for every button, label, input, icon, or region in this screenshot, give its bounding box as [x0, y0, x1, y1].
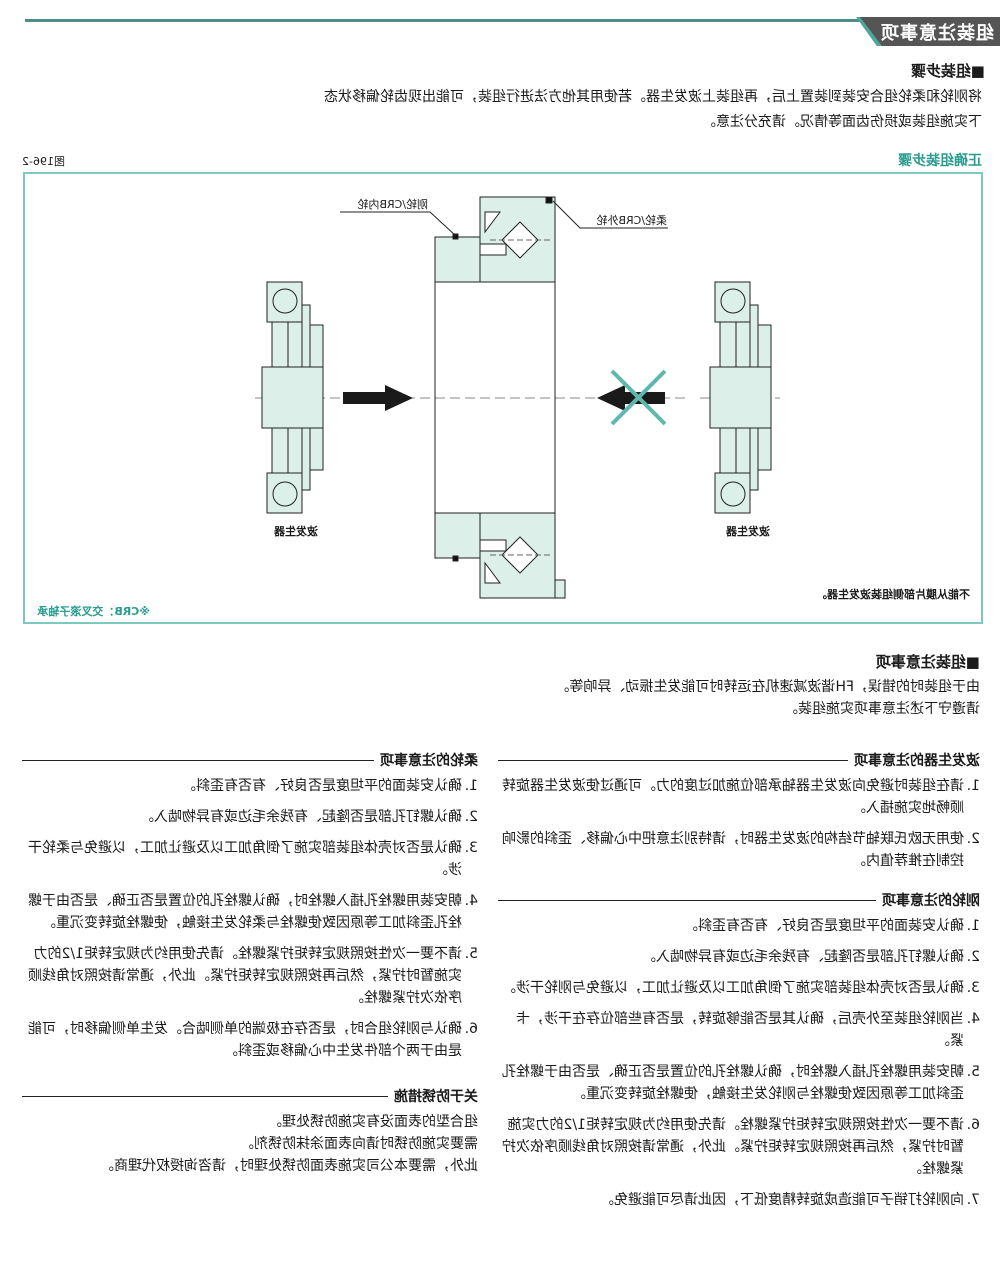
item-number: 6. [966, 1117, 980, 1133]
list-item: 6.确认与刚轮组合时，是否存在极端的单侧啮合。发生单侧偏移时，可能是由于两个部件… [22, 1018, 478, 1062]
wrong-insert-arrow-icon [597, 385, 665, 411]
flexspline-assembly [434, 196, 566, 599]
item-number: 3. [464, 840, 478, 856]
section-title: 柔轮的注意事项 [380, 753, 478, 769]
item-number: 5. [966, 1064, 980, 1080]
item-text: 向刚轮打销子可能造成旋转精度低下，因此请尽可能避免。 [600, 1192, 964, 1208]
figure-number: 图196-2 [22, 155, 65, 168]
item-text: 确认安装面的平坦度是否良好、有否有歪斜。 [684, 918, 964, 934]
label-flex-crb-outer: 柔轮/CRB外轮 [596, 214, 667, 227]
list-item: 1.请在组装时避免向波发生器轴承部位施加过度的力。可通过使波发生器旋转顺畅地实施… [498, 775, 980, 819]
item-number: 3. [966, 980, 980, 996]
figure-warning: 不能从膜片部侧组装波发生器。 [816, 588, 970, 601]
item-text: 请不要一次性按照规定转矩拧紧螺栓。请先使用约为规定转矩1/2的力实施暂时拧紧，然… [28, 946, 462, 1006]
label-leader-flex [552, 200, 668, 229]
section-rule [22, 759, 374, 761]
section-rust: 关于防锈措施 组合型的表面没有实施防锈处理。 需要实施防锈时请向表面涂抹防锈剂。… [22, 1085, 478, 1177]
label-leader-rigid [340, 211, 457, 237]
assembly-diagram [255, 196, 780, 599]
item-number: 4. [966, 1011, 980, 1027]
section-heading: 关于防锈措施 [22, 1085, 478, 1107]
item-text: 确认螺钉孔部是否隆起、有残余毛边或有异物啮入。 [140, 809, 462, 825]
wave-generator-wrong [709, 281, 772, 514]
list-item: 2.确认螺钉孔部是否隆起、有残余毛边或有异物啮入。 [22, 806, 478, 828]
wave-generator-correct [261, 281, 324, 514]
list-item: 3.确认是否对壳体组装部实施了倒角加工以及避让加工，以避免与柔轮干涉。 [22, 837, 478, 881]
item-text: 请不要一次性按照规定转矩拧紧螺栓。请先使用约为规定转矩1/2的力实施暂时拧紧，然… [502, 1117, 964, 1177]
item-number: 2. [966, 831, 980, 847]
item-text: 确认螺钉孔部是否隆起、有残余毛边或有异物啮入。 [642, 949, 964, 965]
item-text: 朝安装用螺栓孔插入螺栓时，确认螺栓孔的位置是否正确、是否由于螺栓孔歪斜加工等原因… [28, 893, 462, 931]
section-title: 波发生器的注意事项 [854, 753, 980, 769]
list-item: 4.朝安装用螺栓孔插入螺栓时，确认螺栓孔的位置是否正确、是否由于螺栓孔歪斜加工等… [22, 890, 478, 934]
section-rule [498, 759, 848, 761]
item-number: 1. [464, 778, 478, 794]
list-item: 2.确认螺钉孔部是否隆起、有残余毛边或有异物啮入。 [498, 946, 980, 968]
list-item: 7.向刚轮打销子可能造成旋转精度低下，因此请尽可能避免。 [498, 1189, 980, 1211]
list-item: 5.请不要一次性按照规定转矩拧紧螺栓。请先使用约为规定转矩1/2的力实施暂时拧紧… [22, 943, 478, 1009]
item-text: 确认是否对壳体组装部实施了倒角加工以及避让加工，以避免与刚轮干涉。 [502, 980, 964, 996]
list-item: 1.确认安装面的平坦度是否良好、有否有歪斜。 [22, 775, 478, 797]
section-rule [22, 1095, 388, 1097]
notes-line-2: 请遵守下述注意事项实施组装。 [784, 701, 980, 717]
list-item: 1.确认安装面的平坦度是否良好、有否有歪斜。 [498, 915, 980, 937]
figure-subtitle: 正确组装步骤 [898, 153, 982, 169]
item-number: 2. [966, 949, 980, 965]
item-number: 6. [464, 1021, 478, 1037]
section-heading: 波发生器的注意事项 [498, 749, 980, 771]
section-rule [498, 899, 876, 901]
section-wave-generator: 波发生器的注意事项 1.请在组装时避免向波发生器轴承部位施加过度的力。可通过使波发… [498, 749, 980, 872]
list-item: 5.朝安装用螺栓孔插入螺栓时，确认螺栓孔的位置是否正确、是否由于螺栓孔歪斜加工等… [498, 1061, 980, 1105]
steps-line-2: 下实施组装或损伤齿面等情况。请充分注意。 [702, 114, 982, 130]
item-text: 使用无欧氏联轴节结构的波发生器时，请特别注意把中心偏移、歪斜的影响控制在推荐值内… [502, 831, 964, 869]
insert-arrow-icon [343, 385, 413, 411]
section-heading: 柔轮的注意事项 [22, 749, 478, 771]
section-heading: 刚轮的注意事项 [498, 889, 980, 911]
rust-line: 此外，需要本公司实施表面防锈处理时，请咨询授权代理商。 [100, 1158, 478, 1174]
item-number: 1. [966, 778, 980, 794]
item-number: 2. [464, 809, 478, 825]
figure-note: ※CRB：交叉滚子轴承 [37, 605, 150, 618]
list-item: 6.请不要一次性按照规定转矩拧紧螺栓。请先使用约为规定转矩1/2的力实施暂时拧紧… [498, 1114, 980, 1180]
label-rigid-crb-inner: 刚轮/CRB内轮 [357, 198, 428, 211]
rust-line: 组合型的表面没有实施防锈处理。 [268, 1114, 478, 1130]
rust-line: 需要实施防锈时请向表面涂抹防锈剂。 [240, 1136, 478, 1152]
section-title: 刚轮的注意事项 [882, 893, 980, 909]
steps-heading: ■组装步骤 [910, 62, 985, 80]
item-text: 确认安装面的平坦度是否良好、有否有歪斜。 [182, 778, 462, 794]
label-wave-generator-wrong: 波发生器 [726, 525, 770, 538]
item-number: 1. [966, 918, 980, 934]
page-title: 组装注意事项 [880, 23, 994, 44]
item-text: 确认是否对壳体组装部实施了倒角加工以及避让加工，以避免与柔轮干涉。 [28, 840, 462, 878]
item-number: 4. [464, 893, 478, 909]
steps-line-1: 将刚轮和柔轮组合安装到装置上后，再组装上波发生器。若使用其他方法进行组装，可能出… [324, 89, 982, 105]
notes-line-1: 由于组装时的错误，FH谐波减速机在运转时可能发生振动、异响等。 [555, 679, 980, 695]
item-text: 朝安装用螺栓孔插入螺栓时，确认螺栓孔的位置是否正确、是否由于螺栓孔歪斜加工等原因… [502, 1064, 964, 1102]
item-number: 5. [464, 946, 478, 962]
item-number: 7. [966, 1192, 980, 1208]
notes-heading: ■组装注意事项 [875, 653, 980, 671]
item-text: 当刚轮组装至外壳后，确认其是否能够旋转，是否有些部位存在干涉，卡紧。 [516, 1011, 964, 1049]
item-text: 请在组装时避免向波发生器轴承部位施加过度的力。可通过使波发生器旋转顺畅地实施插入… [502, 778, 964, 816]
list-item: 2.使用无欧氏联轴节结构的波发生器时，请特别注意把中心偏移、歪斜的影响控制在推荐… [498, 828, 980, 872]
section-title: 关于防锈措施 [394, 1089, 478, 1105]
list-item: 3.确认是否对壳体组装部实施了倒角加工以及避让加工，以避免与刚轮干涉。 [498, 977, 980, 999]
item-text: 确认与刚轮组合时，是否存在极端的单侧啮合。发生单侧偏移时，可能是由于两个部件发生… [28, 1021, 462, 1059]
header-rule [25, 19, 860, 22]
list-item: 4.当刚轮组装至外壳后，确认其是否能够旋转，是否有些部位存在干涉，卡紧。 [498, 1008, 980, 1052]
cross-mark-icon [610, 369, 667, 426]
label-wave-generator-correct: 波发生器 [274, 525, 318, 538]
